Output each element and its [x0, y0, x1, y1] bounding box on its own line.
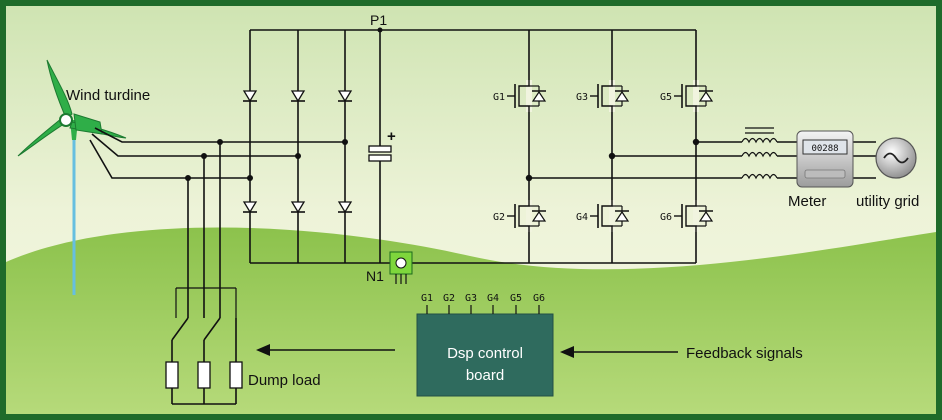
feedback-arrow [560, 346, 678, 358]
output-wiring [529, 127, 876, 180]
dsp-board [416, 305, 554, 397]
diode [242, 90, 258, 103]
gate-label: G2 [493, 212, 505, 223]
dsp-board-label-line1: Dsp control [447, 345, 523, 362]
dump-resistor [165, 361, 179, 389]
meter-icon [796, 130, 854, 188]
meter-label: Meter [788, 193, 826, 210]
dsp-pin-label: G3 [465, 293, 477, 304]
diode [337, 90, 353, 103]
diode [290, 90, 306, 103]
dc-capacitor [368, 30, 392, 263]
gate-label: G5 [660, 92, 672, 103]
igbt-switch [674, 80, 714, 112]
turbine-hub [59, 113, 73, 127]
gate-label: G6 [660, 212, 672, 223]
turbine-nacelle [73, 113, 103, 135]
igbt-switch [674, 200, 714, 232]
dsp-to-dump-arrow [256, 344, 395, 356]
meter-display: 00288 [811, 144, 838, 154]
wind-turbine [17, 59, 127, 295]
capacitor-plus-label: + [387, 128, 396, 145]
dsp-pin-label: G6 [533, 293, 545, 304]
feedback-signals-label: Feedback signals [686, 345, 803, 362]
turbine-blade [17, 117, 65, 157]
gate-label: G3 [576, 92, 588, 103]
dsp-board-label-line2: board [466, 367, 504, 384]
current-sensor [389, 251, 413, 284]
dsp-pin-label: G4 [487, 293, 499, 304]
gate-label: G1 [493, 92, 505, 103]
utility-grid-icon [875, 137, 917, 179]
dc-bus [250, 27, 696, 264]
dump-load-label: Dump load [248, 372, 321, 389]
igbt-switch [507, 80, 547, 112]
dsp-pin-label: G5 [510, 293, 522, 304]
bus-negative-label: N1 [366, 268, 384, 284]
utility-grid-label: utility grid [856, 193, 919, 210]
rectifier-bridge [242, 30, 353, 263]
dsp-pin-label: G1 [421, 293, 433, 304]
diode [290, 201, 306, 214]
bus-positive-label: P1 [370, 12, 387, 28]
wind-turbine-label: Wind turdine [66, 87, 150, 104]
dsp-gate-pins: G1 G2 G3 G4 G5 G6 [421, 293, 545, 304]
diode [337, 201, 353, 214]
gate-label: G4 [576, 212, 588, 223]
turbine-blade [46, 59, 73, 119]
igbt-switch [507, 200, 547, 232]
igbt-switch [590, 80, 630, 112]
dump-load-circuit [165, 142, 243, 405]
dsp-pin-label: G2 [443, 293, 455, 304]
dump-resistor [197, 361, 211, 389]
igbt-switch [590, 200, 630, 232]
diode [242, 201, 258, 214]
dump-resistor [229, 361, 243, 389]
